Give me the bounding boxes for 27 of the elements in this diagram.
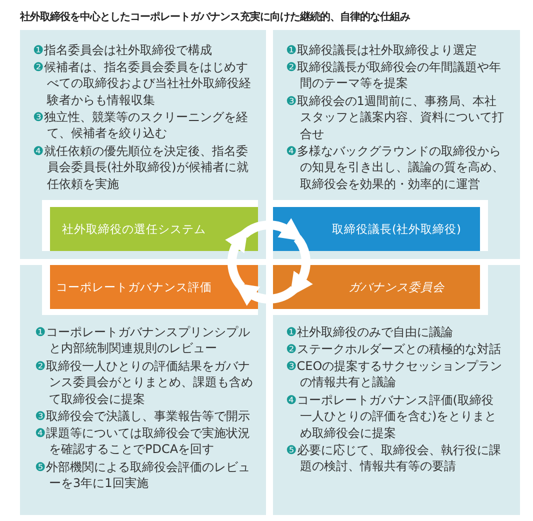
list-item: ❶社外取締役のみで自由に議論 xyxy=(286,324,454,340)
category-box: コーポレートガバナンス評価 xyxy=(42,265,258,315)
list-item: ❷ステークホルダーズとの積極的な対話 xyxy=(286,341,502,358)
title: 社外取締役を中心としたコーポレートガバナンス充実に向けた継続的、自律的な仕組み xyxy=(20,10,410,24)
category-box: 社外取締役の選任システム xyxy=(42,200,258,251)
list-item: ❶取締役議長は社外取締役より選定 xyxy=(286,42,478,58)
list-item: ❸CEOの提案するサクセッションプランの情報共有と議論 xyxy=(286,358,504,391)
list-item: ❺必要に応じて、取締役会、執行役に課題の検討、情報共有等の要請 xyxy=(286,442,502,475)
list-item: ❹就任依頼の優先順位を決定後、指名委員会委員長(社外取締役)が候補者に就任依頼を実施 xyxy=(33,143,250,192)
list-item: ❹課題等については取締役会で実施状況を確認することでPDCAを回す xyxy=(35,425,251,458)
panel-background xyxy=(20,30,266,259)
list-item: ❹コーポレートガバナンス評価(取締役一人ひとりの評価を含む)をとりまとめ取締役会に提案 xyxy=(286,392,498,441)
list-item: ❷取締役一人ひとりの評価結果をガバナンス委員会がとりまとめ、課題も含めて取締役会に提案 xyxy=(35,358,254,407)
list-item: ❶指名委員会は社外取締役で構成 xyxy=(33,42,213,58)
list-item: ❺外部機関による取締役会評価のレビューを3年に1回実施 xyxy=(35,459,251,492)
list-item: ❷取締役議長が取締役会の年間議題や年間のテーマ等を提案 xyxy=(286,59,502,92)
list-item: ❶コーポレートガバナンスプリンシプルと内部統制関連規則のレビュー xyxy=(35,324,251,357)
list-item: ❸取締役会の1週間前に、事務局、本社スタッフと議案内容、資料について打合せ xyxy=(286,93,505,142)
list-item: ❷候補者は、指名委員会委員をはじめすべての取締役および当社社外取締役経験者からも情報収集 xyxy=(33,59,252,108)
category-box: 取締役議長(社外取締役) xyxy=(273,200,488,251)
category-box: ガバナンス委員会 xyxy=(273,265,488,315)
list-item: ❸独立性、競業等のスクリーニングを経て、候補者を絞り込む xyxy=(33,109,249,142)
panel-background xyxy=(273,30,520,259)
panel-background xyxy=(20,265,266,515)
list-item: ❹多様なバックグラウンドの取締役からの知見を引き出し、議論の質を高め、取締役会を効果的・効率的に運営 xyxy=(286,143,505,192)
panel-background xyxy=(273,265,520,515)
list-item: ❸取締役会で決議し、事業報告等で開示 xyxy=(35,408,251,424)
